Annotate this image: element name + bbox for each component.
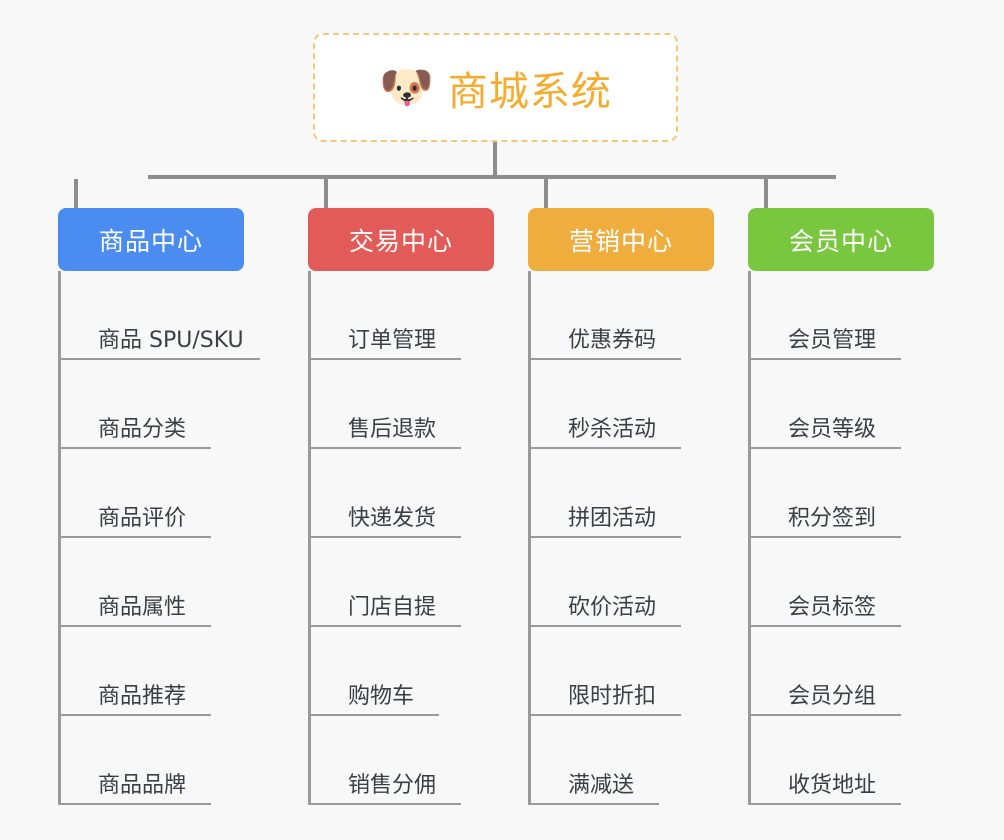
list-item[interactable]: 商品分类 <box>58 360 288 449</box>
category-header-label: 商品中心 <box>98 226 203 256</box>
list-item[interactable]: 快递发货 <box>308 449 538 538</box>
leaf-label: 快递发货 <box>348 506 437 531</box>
dog-face-icon: 🐶 <box>379 61 434 113</box>
list-item[interactable]: 商品推荐 <box>58 627 288 716</box>
leaf-label: 商品评价 <box>98 506 187 531</box>
leaf-underline <box>528 358 681 360</box>
leaf-label: 秒杀活动 <box>568 417 657 442</box>
leaf-underline <box>528 536 681 538</box>
leaf-underline <box>58 625 211 627</box>
leaf-label: 商品分类 <box>98 417 187 442</box>
leaf-label: 商品属性 <box>98 595 187 620</box>
leaf-list: 订单管理售后退款快递发货门店自提购物车销售分佣 <box>308 271 538 805</box>
list-item[interactable]: 砍价活动 <box>528 538 758 627</box>
leaf-label: 积分签到 <box>788 506 877 531</box>
leaf-label: 会员标签 <box>788 595 877 620</box>
leaf-label: 商品推荐 <box>98 684 187 709</box>
leaf-underline <box>528 447 681 449</box>
column-spine <box>748 271 751 805</box>
leaf-underline <box>58 803 211 805</box>
list-item[interactable]: 销售分佣 <box>308 716 538 805</box>
leaf-label: 收货地址 <box>788 773 877 798</box>
category-header-product-center[interactable]: 商品中心 <box>58 208 244 271</box>
leaf-underline <box>748 625 901 627</box>
leaf-list: 优惠券码秒杀活动拼团活动砍价活动限时折扣满减送 <box>528 271 758 805</box>
leaf-underline <box>748 714 901 716</box>
list-item[interactable]: 积分签到 <box>748 449 978 538</box>
leaf-underline <box>528 625 681 627</box>
leaf-underline <box>748 803 901 805</box>
list-item[interactable]: 商品属性 <box>58 538 288 627</box>
leaf-label: 优惠券码 <box>568 328 657 353</box>
list-item[interactable]: 售后退款 <box>308 360 538 449</box>
list-item[interactable]: 订单管理 <box>308 271 538 360</box>
list-item[interactable]: 秒杀活动 <box>528 360 758 449</box>
category-header-marketing-center[interactable]: 营销中心 <box>528 208 714 271</box>
leaf-underline <box>308 358 461 360</box>
list-item[interactable]: 会员等级 <box>748 360 978 449</box>
branch-drop-connector <box>764 179 768 208</box>
leaf-label: 销售分佣 <box>348 773 437 798</box>
branch-drop-connector <box>544 179 548 208</box>
root-title: 商城系统 <box>447 68 612 115</box>
branch-drop-connector <box>74 179 78 208</box>
leaf-label: 拼团活动 <box>568 506 657 531</box>
column-spine <box>58 271 61 805</box>
leaf-underline <box>58 714 211 716</box>
leaf-label: 订单管理 <box>348 328 437 353</box>
horizontal-bus-connector <box>148 175 836 179</box>
leaf-label: 会员管理 <box>788 328 877 353</box>
list-item[interactable]: 满减送 <box>528 716 758 805</box>
leaf-label: 商品 SPU/SKU <box>98 328 244 353</box>
column-spine <box>308 271 311 805</box>
root-node[interactable]: 🐶 商城系统 <box>313 33 678 142</box>
category-header-label: 会员中心 <box>788 226 893 256</box>
leaf-label: 会员等级 <box>788 417 877 442</box>
list-item[interactable]: 限时折扣 <box>528 627 758 716</box>
leaf-underline <box>308 447 461 449</box>
leaf-label: 门店自提 <box>348 595 437 620</box>
list-item[interactable]: 拼团活动 <box>528 449 758 538</box>
leaf-underline <box>58 447 211 449</box>
list-item[interactable]: 购物车 <box>308 627 538 716</box>
list-item[interactable]: 会员管理 <box>748 271 978 360</box>
leaf-list: 会员管理会员等级积分签到会员标签会员分组收货地址 <box>748 271 978 805</box>
leaf-underline <box>308 803 461 805</box>
list-item[interactable]: 商品品牌 <box>58 716 288 805</box>
leaf-label: 会员分组 <box>788 684 877 709</box>
category-header-label: 交易中心 <box>348 226 453 256</box>
list-item[interactable]: 优惠券码 <box>528 271 758 360</box>
branch-drop-connector <box>324 179 328 208</box>
list-item[interactable]: 会员分组 <box>748 627 978 716</box>
leaf-underline <box>748 358 901 360</box>
list-item[interactable]: 门店自提 <box>308 538 538 627</box>
leaf-label: 满减送 <box>568 773 635 798</box>
leaf-list: 商品 SPU/SKU 商品分类商品评价商品属性商品推荐商品品牌 <box>58 271 288 805</box>
list-item[interactable]: 会员标签 <box>748 538 978 627</box>
leaf-underline <box>748 536 901 538</box>
list-item[interactable]: 收货地址 <box>748 716 978 805</box>
leaf-label: 限时折扣 <box>568 684 657 709</box>
root-trunk-connector <box>493 142 497 179</box>
leaf-label: 商品品牌 <box>98 773 187 798</box>
leaf-label: 购物车 <box>348 684 415 709</box>
leaf-underline <box>58 358 260 360</box>
leaf-label: 售后退款 <box>348 417 437 442</box>
category-header-label: 营销中心 <box>568 226 673 256</box>
leaf-underline <box>308 625 461 627</box>
category-header-trade-center[interactable]: 交易中心 <box>308 208 494 271</box>
leaf-underline <box>308 536 461 538</box>
leaf-underline <box>528 714 681 716</box>
list-item[interactable]: 商品 SPU/SKU <box>58 271 288 360</box>
leaf-underline <box>748 447 901 449</box>
column-spine <box>528 271 531 805</box>
leaf-underline <box>308 714 439 716</box>
list-item[interactable]: 商品评价 <box>58 449 288 538</box>
leaf-label: 砍价活动 <box>568 595 657 620</box>
category-header-member-center[interactable]: 会员中心 <box>748 208 934 271</box>
leaf-underline <box>58 536 211 538</box>
leaf-underline <box>528 803 659 805</box>
